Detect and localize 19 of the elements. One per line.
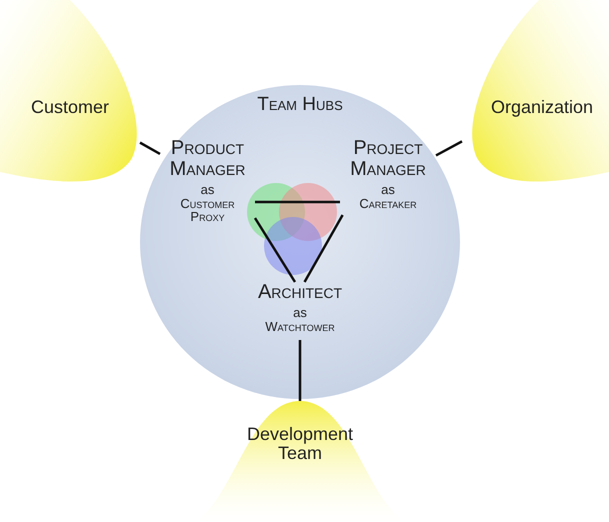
role-description: Caretaker xyxy=(359,196,417,210)
role-description: Watchtower xyxy=(265,320,335,334)
connector-line xyxy=(298,340,302,401)
role-connector: as xyxy=(200,183,214,197)
hub-title: Team Hubs xyxy=(257,95,343,115)
role-description: Customer Proxy xyxy=(179,196,236,224)
role-connector: as xyxy=(381,183,395,197)
connector-line xyxy=(254,217,296,283)
role-title: Product Manager xyxy=(168,138,246,180)
role-title: Architect xyxy=(258,282,342,303)
connector-line xyxy=(255,200,340,204)
stakeholder-label: Customer xyxy=(30,98,110,117)
connector-line xyxy=(139,142,161,156)
role-title: Project Manager xyxy=(349,138,427,180)
connector-line xyxy=(435,140,463,157)
connector-line xyxy=(303,214,344,283)
stakeholder-label: Organization xyxy=(490,98,594,117)
role-connector: as xyxy=(293,306,307,320)
stakeholder-label: Development Team xyxy=(246,425,354,463)
